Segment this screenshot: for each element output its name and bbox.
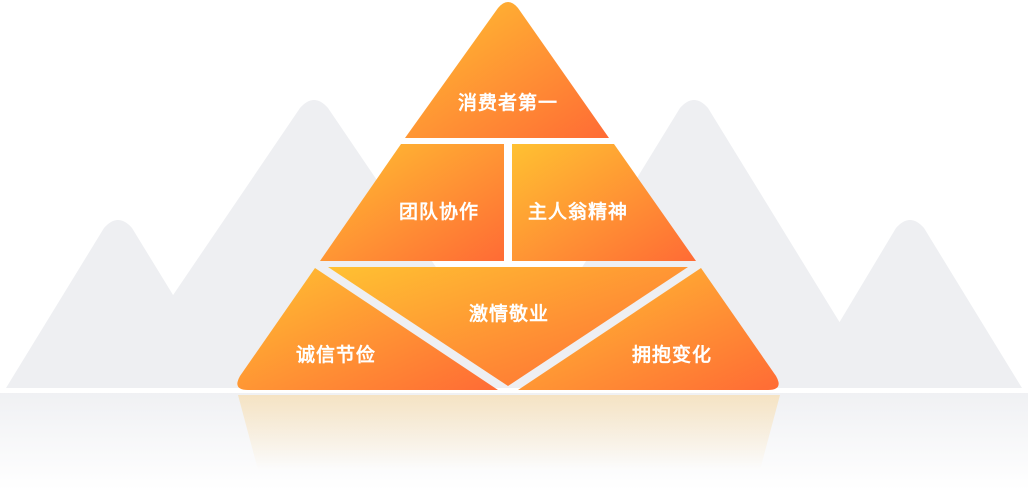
segment-integrity[interactable] xyxy=(237,268,499,390)
label-integrity: 诚信节俭 xyxy=(296,343,376,366)
pyramid-reflection xyxy=(238,395,780,470)
label-consumer-first: 消费者第一 xyxy=(458,91,558,114)
pyramid xyxy=(237,2,779,390)
segment-ownership[interactable] xyxy=(512,144,696,261)
label-embrace-change: 拥抱变化 xyxy=(632,343,712,366)
label-ownership: 主人翁精神 xyxy=(528,200,628,223)
mountain-far-right xyxy=(800,220,1022,388)
segment-embrace-change[interactable] xyxy=(518,268,779,390)
label-passion: 激情敬业 xyxy=(469,302,549,325)
segment-passion[interactable] xyxy=(328,267,688,386)
segment-teamwork[interactable] xyxy=(320,144,504,261)
label-teamwork: 团队协作 xyxy=(399,200,479,223)
pyramid-labels: 消费者第一 团队协作 主人翁精神 诚信节俭 激情敬业 拥抱变化 xyxy=(296,91,712,366)
segment-consumer-first[interactable] xyxy=(405,2,609,138)
